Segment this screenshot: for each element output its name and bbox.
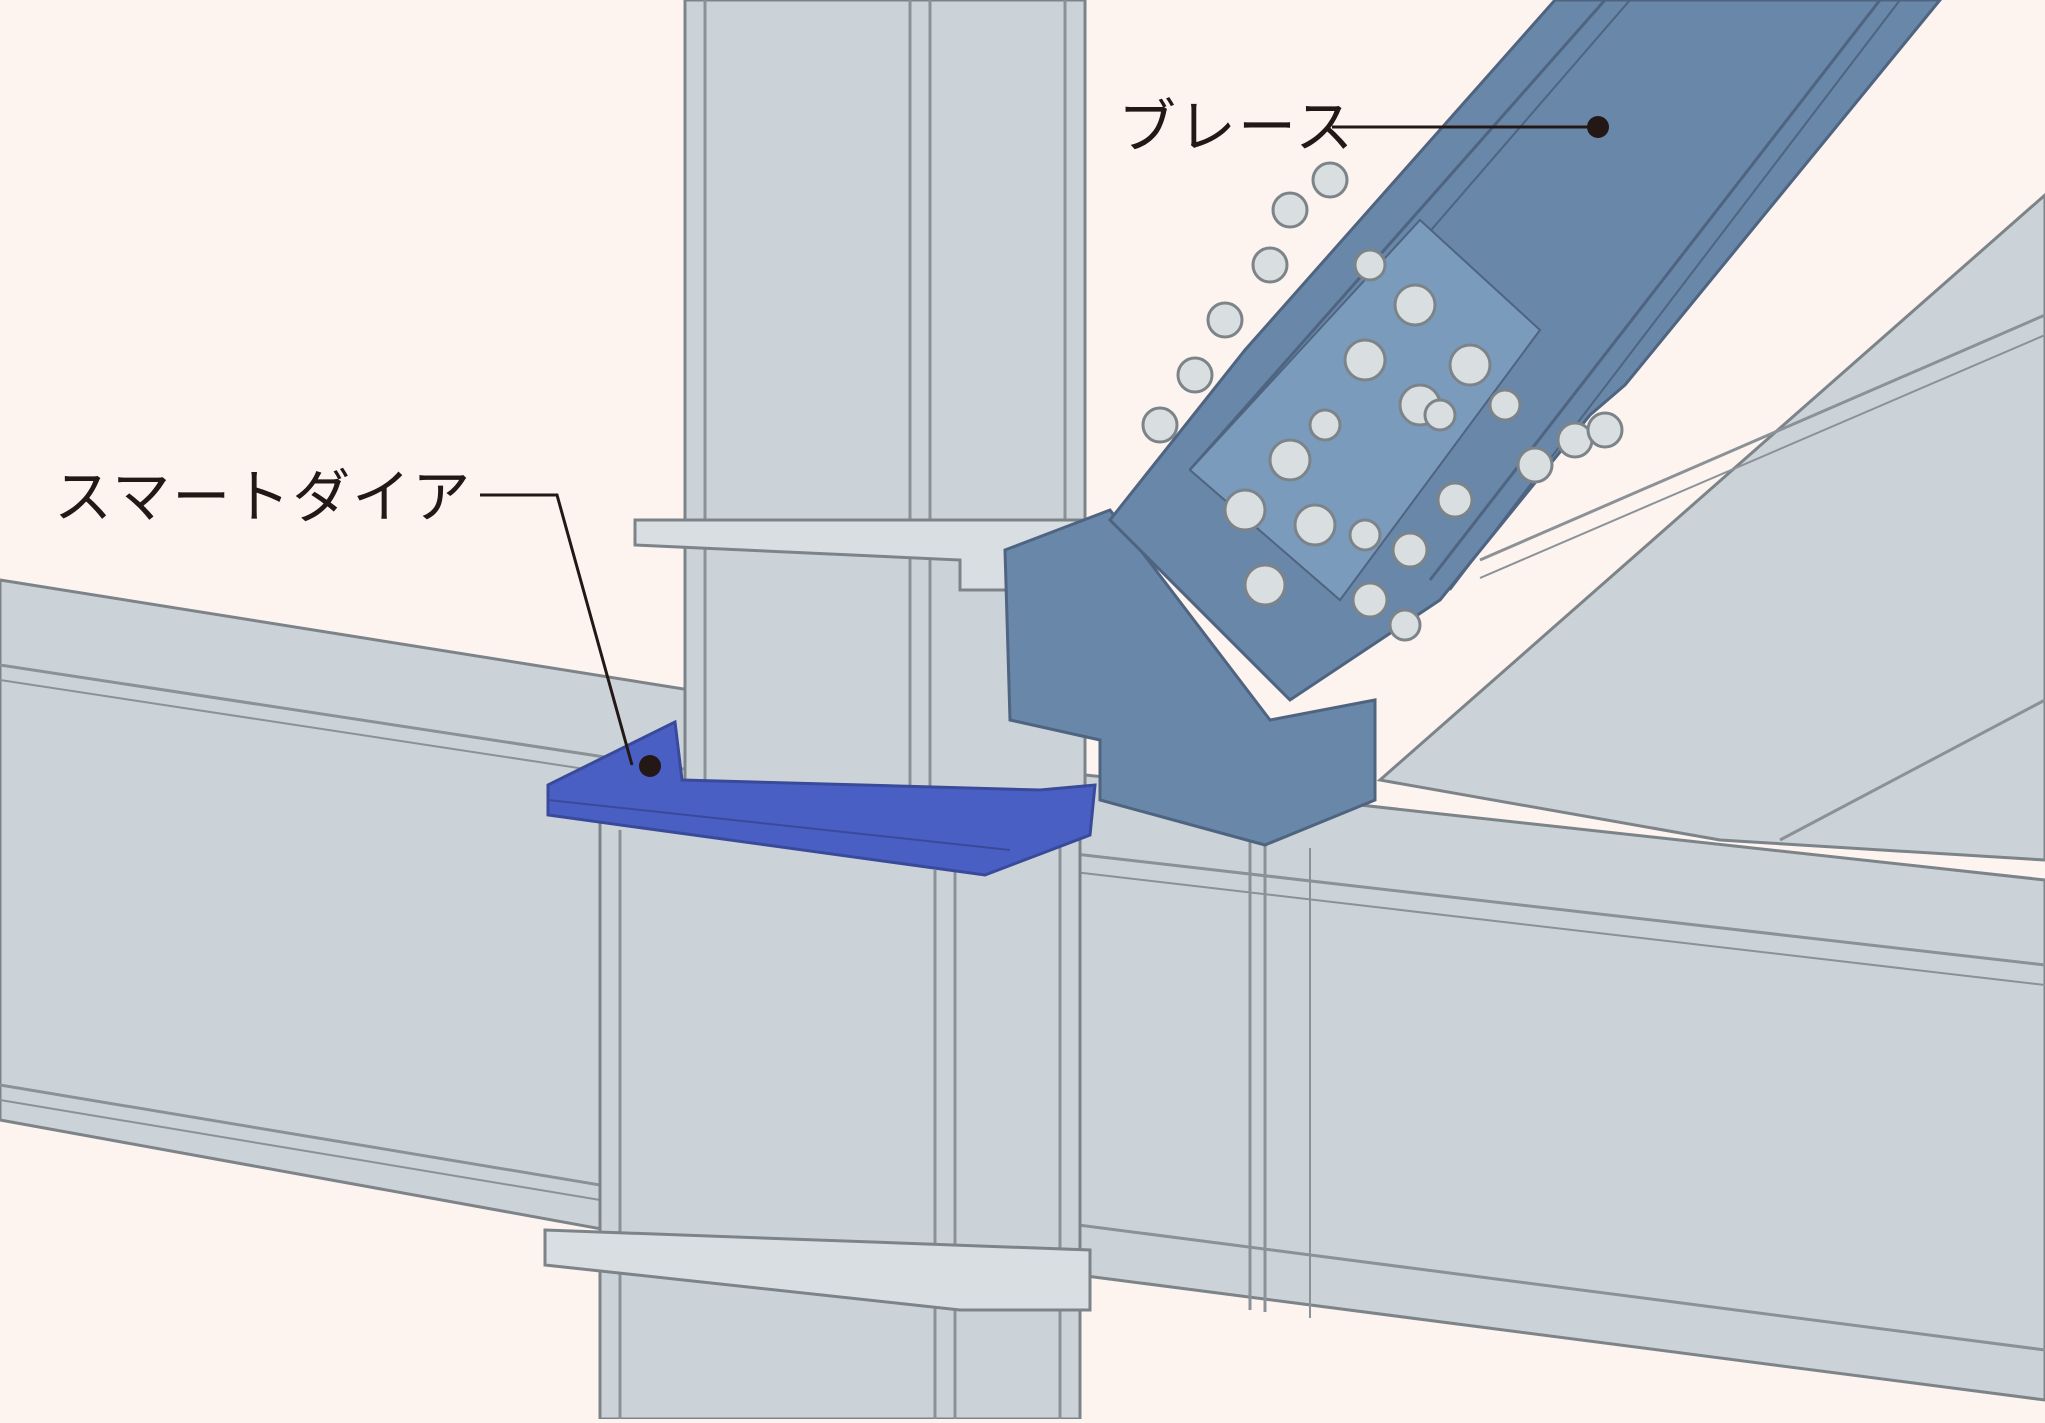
diaphragm-pointer-dot [639,755,661,777]
leader-brace [1332,116,1609,138]
left-beam [0,578,692,1247]
smart-diaphragm-plate [546,719,1097,877]
brace-pointer-dot [1587,116,1609,138]
brace-label: ブレース [1118,93,1356,161]
bolts [1141,161,1624,642]
leader-diaphragm [480,493,661,777]
gusset-plate [1003,508,1377,847]
back-beam [1376,193,2045,862]
right-beam [1038,768,2045,1402]
smart-diaphragm-label: スマートダイア [54,463,473,531]
column-lower [543,818,1092,1421]
